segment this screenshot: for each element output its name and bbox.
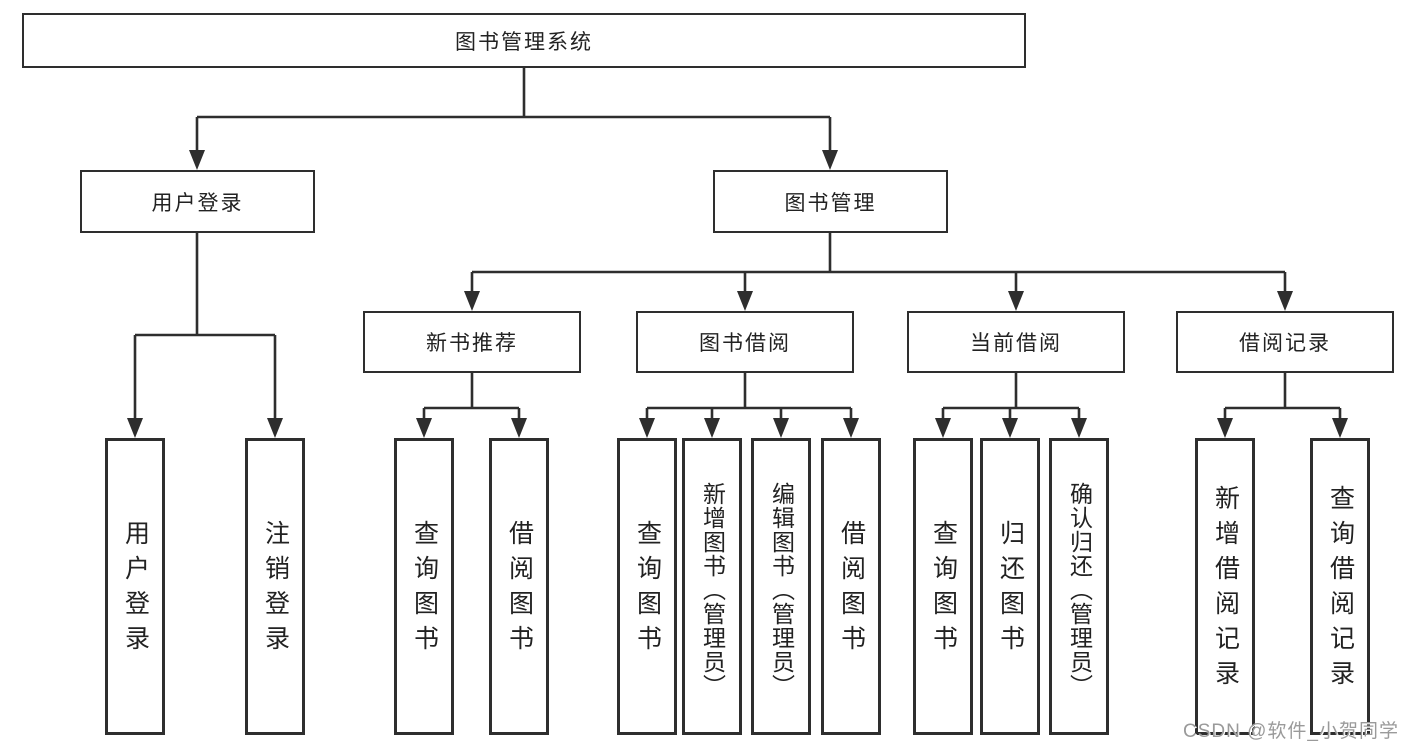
- leaf-current-return-books: 归还图书: [980, 438, 1040, 735]
- arrowhead-icon: [1002, 418, 1018, 438]
- connector-borrow-records-to-leaves: [1217, 373, 1348, 438]
- arrowhead-icon: [843, 418, 859, 438]
- arrowhead-icon: [639, 418, 655, 438]
- arrowhead-icon: [773, 418, 789, 438]
- connector-user-login-to-leaves: [127, 233, 283, 438]
- leaf-recommend-query-books: 查询图书: [394, 438, 454, 735]
- arrowhead-icon: [189, 150, 205, 170]
- node-book-management: 图书管理: [713, 170, 948, 233]
- arrowhead-icon: [822, 150, 838, 170]
- leaf-current-query-books: 查询图书: [913, 438, 973, 735]
- node-book-borrowing: 图书借阅: [636, 311, 854, 373]
- arrowhead-icon: [737, 291, 753, 311]
- connector-root-to-level2: [189, 68, 838, 170]
- leaf-user-login: 用户登录: [105, 438, 165, 735]
- leaf-current-confirm-return-admin: 确认归还（管理员）: [1049, 438, 1109, 735]
- connector-book-borrow-to-leaves: [639, 373, 859, 438]
- arrowhead-icon: [1277, 291, 1293, 311]
- arrowhead-icon: [416, 418, 432, 438]
- leaf-logout: 注销登录: [245, 438, 305, 735]
- node-user-login: 用户登录: [80, 170, 315, 233]
- node-new-book-recommendation: 新书推荐: [363, 311, 581, 373]
- arrowhead-icon: [704, 418, 720, 438]
- arrowhead-icon: [267, 418, 283, 438]
- leaf-borrow-query-books: 查询图书: [617, 438, 677, 735]
- arrowhead-icon: [1332, 418, 1348, 438]
- arrowhead-icon: [1008, 291, 1024, 311]
- arrowhead-icon: [127, 418, 143, 438]
- leaf-borrow-edit-books-admin: 编辑图书（管理员）: [751, 438, 811, 735]
- leaf-records-query-borrow-record: 查询借阅记录: [1310, 438, 1370, 735]
- leaf-recommend-borrow-books: 借阅图书: [489, 438, 549, 735]
- connector-book-management-to-level3: [464, 233, 1293, 311]
- node-current-borrowing: 当前借阅: [907, 311, 1125, 373]
- arrowhead-icon: [511, 418, 527, 438]
- leaf-records-add-borrow-record: 新增借阅记录: [1195, 438, 1255, 735]
- leaf-borrow-borrow-books: 借阅图书: [821, 438, 881, 735]
- node-borrowing-records: 借阅记录: [1176, 311, 1394, 373]
- arrowhead-icon: [935, 418, 951, 438]
- node-library-management-system: 图书管理系统: [22, 13, 1026, 68]
- arrowhead-icon: [1071, 418, 1087, 438]
- csdn-watermark: CSDN @软件_小贺同学: [1183, 721, 1399, 742]
- connector-new-book-to-leaves: [416, 373, 527, 438]
- arrowhead-icon: [1217, 418, 1233, 438]
- connector-current-borrow-to-leaves: [935, 373, 1087, 438]
- arrowhead-icon: [464, 291, 480, 311]
- leaf-borrow-add-books-admin: 新增图书（管理员）: [682, 438, 742, 735]
